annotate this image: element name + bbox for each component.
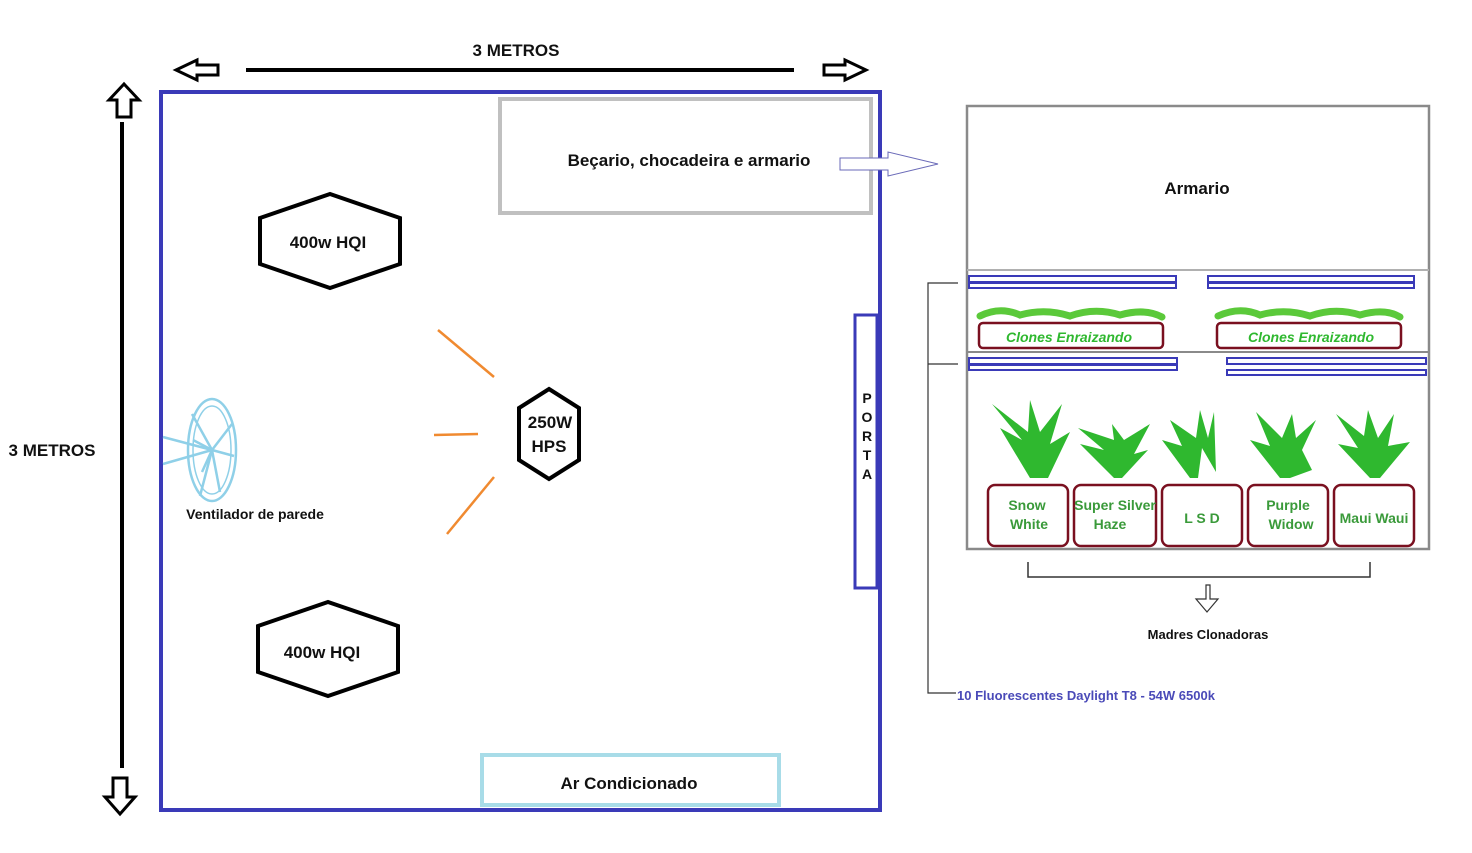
clone-tray bbox=[977, 321, 1165, 350]
fan-label: Ventilador de parede bbox=[186, 506, 324, 522]
light-ray-middle bbox=[433, 432, 479, 437]
cabinet-box-label: Beçario, chocadeira e armario bbox=[568, 151, 811, 170]
fluorescent-label: 10 Fluorescentes Daylight T8 - 54W 6500k bbox=[957, 688, 1216, 703]
lamp-center-label-line1: 250W bbox=[528, 413, 573, 432]
fluorescent-tube bbox=[968, 282, 1177, 289]
width-dimension: 3 METROS bbox=[172, 41, 870, 83]
air-conditioner-outline bbox=[480, 753, 781, 807]
mothers-label: Madres Clonadoras bbox=[1148, 627, 1269, 642]
lamp-center-label-line2: HPS bbox=[532, 437, 567, 456]
lamp-bottom-label: 400w HQI bbox=[284, 643, 361, 662]
air-conditioner: Ar Condicionado bbox=[480, 753, 781, 807]
clone-tray-label: Clones Enraizando bbox=[1006, 329, 1132, 345]
cabinet-box: Beçario, chocadeira e armario bbox=[498, 97, 873, 215]
mother-plant: Snow White bbox=[986, 400, 1070, 548]
door-letter: R bbox=[862, 428, 872, 444]
lamp-top-hexagon bbox=[258, 191, 402, 291]
air-conditioner-label: Ar Condicionado bbox=[561, 774, 698, 793]
lamp-center-hexagon bbox=[517, 386, 581, 482]
door-letter: P bbox=[862, 390, 871, 406]
lamp-center: 250W HPS bbox=[517, 386, 581, 482]
plant-pot bbox=[1160, 483, 1244, 548]
fluorescent-tube bbox=[1207, 282, 1415, 289]
plant-name-line1: L S D bbox=[1184, 510, 1220, 526]
clone-tray-left: Clones Enraizando bbox=[976, 307, 1166, 350]
width-label: 3 METROS bbox=[473, 41, 560, 60]
plant-icon bbox=[1162, 410, 1216, 478]
plant-pot bbox=[1246, 483, 1330, 548]
fluorescent-tube bbox=[1226, 357, 1427, 365]
plant-name-line1: Maui Waui bbox=[1340, 510, 1409, 526]
wall-fan: Ventilador de parede bbox=[162, 397, 324, 522]
lamp-top: 400w HQI bbox=[258, 191, 402, 291]
plant-icon bbox=[992, 400, 1070, 478]
plant-pot bbox=[986, 483, 1070, 548]
plant-name-line2: White bbox=[1010, 516, 1048, 532]
light-ray-lower bbox=[446, 476, 495, 535]
clone-tray-right: Clones Enraizando bbox=[1214, 307, 1404, 350]
room-wall bbox=[159, 90, 882, 812]
light-ray-upper bbox=[437, 329, 495, 378]
height-label: 3 METROS bbox=[9, 441, 96, 460]
clone-foliage bbox=[976, 307, 1166, 321]
lamp-top-label: 400w HQI bbox=[290, 233, 367, 252]
armario-label: Armario bbox=[1164, 179, 1229, 198]
bracket-line bbox=[1027, 562, 1371, 578]
lamp-bottom-hexagon bbox=[256, 599, 400, 699]
plant-name-line1: Snow bbox=[1008, 497, 1045, 513]
mother-plant: Maui Waui bbox=[1332, 410, 1416, 548]
fluorescent-tube bbox=[1226, 369, 1427, 376]
door: P O R T A bbox=[853, 313, 879, 590]
mother-plant: L S D bbox=[1160, 410, 1244, 548]
fluorescent-callout: 10 Fluorescentes Daylight T8 - 54W 6500k bbox=[927, 282, 1216, 703]
plant-pot bbox=[1072, 483, 1158, 548]
plant-icon bbox=[1078, 424, 1150, 478]
fluorescent-tubes bbox=[968, 275, 1427, 376]
clone-foliage bbox=[1214, 307, 1404, 321]
door-letter: A bbox=[862, 466, 872, 482]
plant-name-line1: Purple bbox=[1266, 497, 1310, 513]
door-letter: T bbox=[863, 447, 872, 463]
mother-plant: Super Silver Haze bbox=[1072, 424, 1158, 548]
fan-icon bbox=[162, 397, 238, 503]
arrow-right-icon bbox=[822, 57, 870, 83]
mother-plants: Snow White Super Silver Haze L S D Purpl… bbox=[986, 400, 1416, 548]
callout-line bbox=[927, 282, 958, 694]
plant-icon bbox=[1250, 412, 1316, 478]
fluorescent-tube bbox=[968, 364, 1178, 371]
arrow-to-detail-icon bbox=[839, 151, 939, 177]
height-dimension: 3 METROS bbox=[9, 81, 143, 817]
plant-name-line2: Widow bbox=[1269, 516, 1314, 532]
lamp-bottom: 400w HQI bbox=[256, 599, 400, 699]
clone-tray bbox=[1215, 321, 1403, 350]
arrow-left-icon bbox=[172, 57, 220, 83]
door-outline bbox=[853, 313, 879, 590]
plant-name-line1: Super Silver bbox=[1074, 497, 1156, 513]
mothers-bracket: Madres Clonadoras bbox=[1027, 562, 1371, 642]
light-rays bbox=[433, 329, 495, 535]
plant-name-line2: Haze bbox=[1094, 516, 1127, 532]
plant-icon bbox=[1336, 410, 1410, 478]
arrow-up-icon bbox=[105, 81, 143, 119]
clone-tray-label: Clones Enraizando bbox=[1248, 329, 1374, 345]
cabinet-box-outline bbox=[498, 97, 873, 215]
arrow-down-icon bbox=[101, 776, 139, 817]
plant-pot bbox=[1332, 483, 1416, 548]
mother-plant: Purple Widow bbox=[1246, 412, 1330, 548]
door-letter: O bbox=[862, 409, 873, 425]
arrow-down-icon bbox=[1194, 584, 1220, 613]
